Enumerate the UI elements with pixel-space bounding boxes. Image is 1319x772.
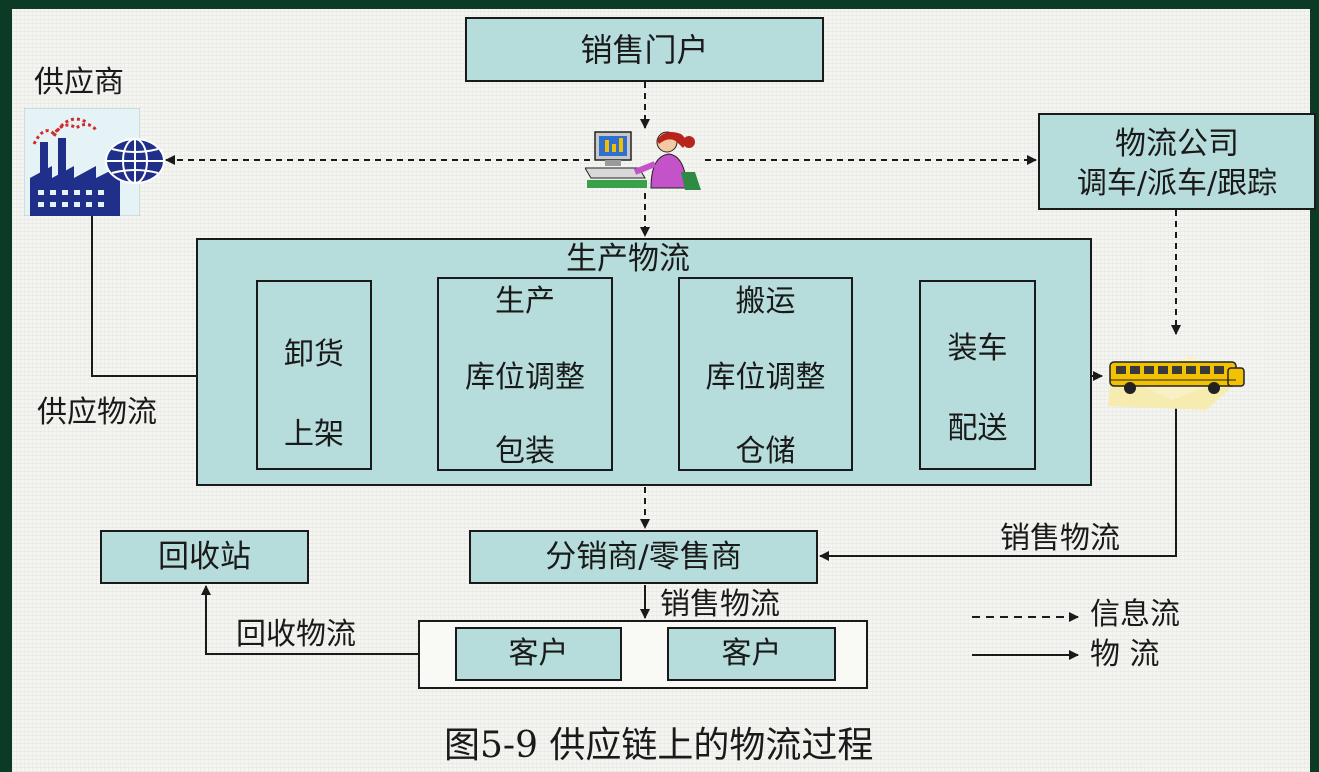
bus-icon (1108, 356, 1245, 410)
flow-arrow-customers-to-recycling (201, 585, 420, 655)
recycling-station-label: 回收站 (158, 538, 251, 575)
loading-delivery-box: 装车 配送 (919, 280, 1036, 470)
production-step-adjust: 库位调整 (465, 360, 585, 395)
sales-portal-box: 销售门户 (465, 17, 824, 82)
legend-info-flow-label: 信息流 (1090, 597, 1180, 632)
handling-step-move: 搬运 (735, 284, 796, 319)
flow-arrow-bus-to-distributor (819, 396, 1177, 561)
figure-caption: 图5-9 供应链上的物流过程 (444, 725, 874, 766)
customer-label-1: 客户 (508, 636, 569, 671)
logistics-company-subtitle: 调车/派车/跟踪 (1076, 166, 1278, 201)
supply-logistics-label: 供应物流 (37, 395, 157, 430)
handling-step-adjust: 库位调整 (705, 360, 826, 395)
sales-portal-label: 销售门户 (580, 30, 709, 69)
factory-icon (24, 108, 140, 216)
production-logistics-title: 生产物流 (566, 241, 690, 277)
delivery-label: 配送 (947, 411, 1008, 446)
customer-box-1: 客户 (455, 627, 622, 681)
customer-label-2: 客户 (721, 636, 782, 671)
handling-box: 搬运 库位调整 仓储 (678, 277, 853, 471)
handling-step-store: 仓储 (735, 434, 796, 469)
recycling-station-box: 回收站 (100, 530, 309, 584)
recycling-logistics-label: 回收物流 (236, 617, 356, 652)
unload-label: 卸货 (284, 337, 344, 372)
logistics-company-title: 物流公司 (1115, 126, 1239, 162)
supplier-label: 供应商 (34, 65, 124, 100)
globe-icon (105, 138, 165, 184)
loading-label: 装车 (947, 331, 1008, 366)
logistics-company-box: 物流公司 调车/派车/跟踪 (1038, 113, 1316, 210)
sales-logistics-label-mid: 销售物流 (660, 587, 780, 622)
sales-logistics-label-right: 销售物流 (1000, 521, 1120, 556)
production-step-produce: 生产 (495, 284, 555, 319)
shelve-label: 上架 (284, 417, 344, 452)
operator-at-computer-icon (585, 131, 701, 190)
distributor-retailer-label: 分销商/零售商 (545, 538, 742, 575)
unload-shelve-box: 卸货 上架 (256, 280, 372, 470)
distributor-retailer-box: 分销商/零售商 (469, 530, 818, 584)
production-step-pack: 包装 (495, 434, 555, 469)
legend-physical-flow-label: 物 流 (1090, 637, 1160, 672)
customer-box-2: 客户 (667, 627, 836, 681)
production-box: 生产 库位调整 包装 (437, 277, 613, 471)
